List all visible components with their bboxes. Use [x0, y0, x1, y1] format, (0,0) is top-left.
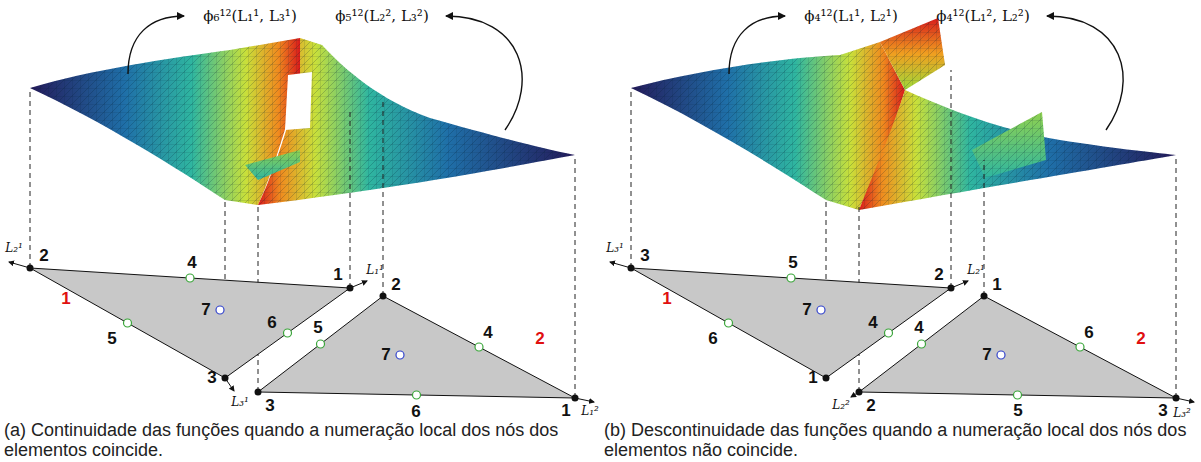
axis-label: L₃²: [1173, 407, 1191, 419]
caption: (a) Continuidade das funções quando a nu…: [4, 420, 598, 460]
centroid-node: [216, 306, 404, 359]
node-number: 6: [411, 403, 420, 420]
mid-node: [725, 274, 1085, 399]
axis-label: L₂¹: [5, 242, 23, 254]
node-number: 1: [808, 369, 817, 386]
node-number: 4: [187, 254, 196, 271]
axis-arrow: [610, 262, 1194, 402]
node-number: 7: [802, 301, 811, 318]
node-number: 3: [265, 397, 274, 414]
node-number: 2: [866, 397, 875, 414]
node-number: 2: [934, 266, 943, 283]
mid-node: [124, 274, 484, 399]
node-number: 1: [333, 266, 342, 283]
node-number: 3: [207, 369, 216, 386]
node-number: 6: [267, 314, 276, 331]
node-number: 5: [1013, 402, 1022, 419]
element-triangle: [30, 268, 575, 398]
element-triangle: [631, 268, 1176, 398]
vertex-node: [27, 265, 579, 402]
formula: ϕ₅¹²(L₂², L₃²): [335, 9, 428, 24]
projection-line: [30, 90, 575, 398]
formula: ϕ₄¹²(L₁², L₂²): [936, 9, 1029, 24]
axis-label: L₁²: [581, 405, 599, 417]
caption: (b) Descontinuidade das funções quando a…: [604, 420, 1199, 460]
element-number: 2: [1136, 330, 1145, 347]
vertex-node: [628, 265, 1180, 402]
node-number: 5: [788, 254, 797, 271]
node-number: 3: [640, 247, 649, 264]
formula: ϕ₆¹²(L₁¹, L₃¹): [203, 9, 296, 24]
surface-plot: [631, 18, 1176, 210]
axis-arrow: [9, 262, 594, 402]
node-number: 1: [561, 402, 570, 419]
element-number: 2: [535, 330, 544, 347]
axis-label: L₁¹: [366, 264, 384, 276]
node-number: 4: [868, 314, 877, 331]
formula: ϕ₄¹²(L₁¹, L₂¹): [804, 9, 897, 24]
axis-label: L₃¹: [606, 242, 624, 254]
element-number: 1: [61, 290, 70, 307]
axis-label: L₂²: [832, 399, 850, 411]
node-number: 2: [391, 276, 400, 293]
node-number: 6: [708, 330, 717, 347]
surface-plot: [30, 38, 575, 205]
node-number: 3: [1158, 402, 1167, 419]
node-number: 4: [914, 319, 923, 336]
node-number: 5: [107, 330, 116, 347]
callout-arrow: [128, 16, 522, 130]
callout-arrow: [729, 16, 1123, 130]
node-number: 6: [1084, 324, 1093, 341]
axis-label: L₂¹: [967, 264, 985, 276]
axis-label: L₃¹: [231, 396, 249, 408]
node-number: 7: [982, 346, 991, 363]
node-number: 7: [201, 301, 210, 318]
node-number: 1: [992, 276, 1001, 293]
node-number: 4: [483, 324, 492, 341]
node-number: 2: [39, 247, 48, 264]
projection-line: [631, 70, 1176, 398]
element-number: 1: [662, 290, 671, 307]
centroid-node: [817, 306, 1005, 359]
node-number: 7: [381, 346, 390, 363]
node-number: 5: [313, 319, 322, 336]
